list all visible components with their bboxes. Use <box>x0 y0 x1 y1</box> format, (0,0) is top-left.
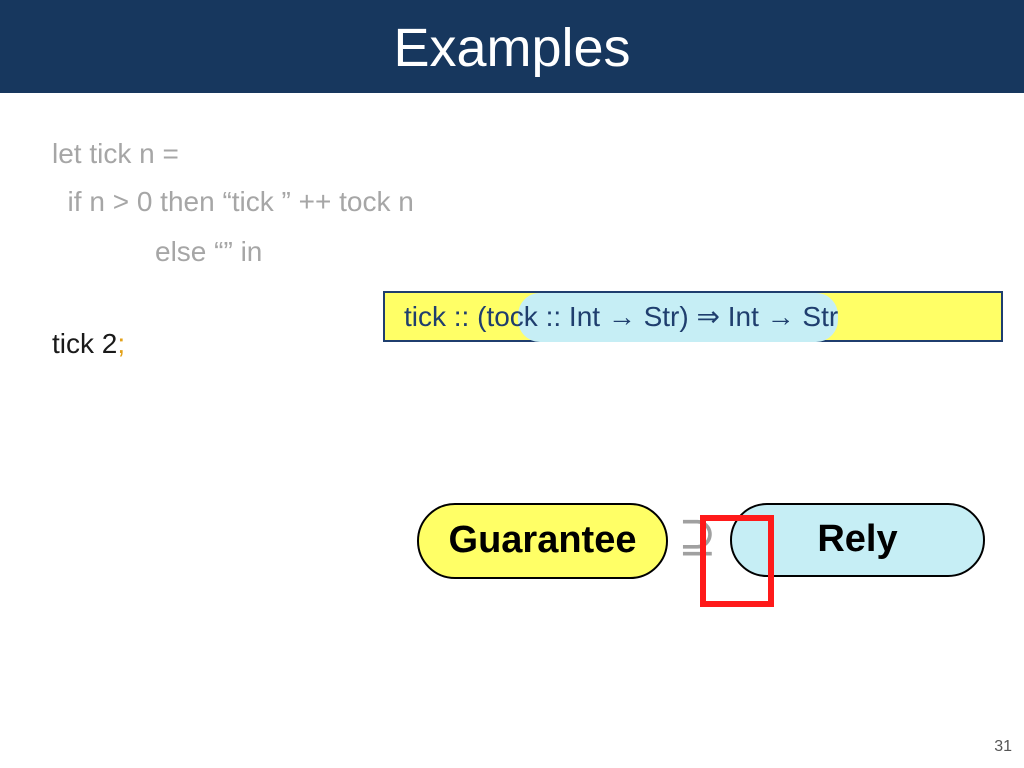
title-bar: Examples <box>0 0 1024 93</box>
code-tick-call: tick 2 <box>52 328 118 359</box>
type-signature-box: tick :: (tock :: Int → Str) ⇒ Int → Str <box>383 291 1003 342</box>
type-signature: tick :: (tock :: Int → Str) ⇒ Int → Str <box>404 301 839 332</box>
missing-glyph-box <box>700 515 774 607</box>
code-line-4: tick 2; <box>52 328 125 360</box>
code-line-1: let tick n = <box>52 138 179 169</box>
slide-title: Examples <box>393 18 631 78</box>
code-semicolon: ; <box>117 328 126 359</box>
page-number: 31 <box>994 738 1012 755</box>
rely-highlight <box>518 293 838 342</box>
code-line-2: if n > 0 then “tick ” ++ tock n <box>52 186 414 217</box>
code-line-3: else “” in <box>155 236 263 267</box>
guarantee-pill: Guarantee <box>417 503 668 579</box>
